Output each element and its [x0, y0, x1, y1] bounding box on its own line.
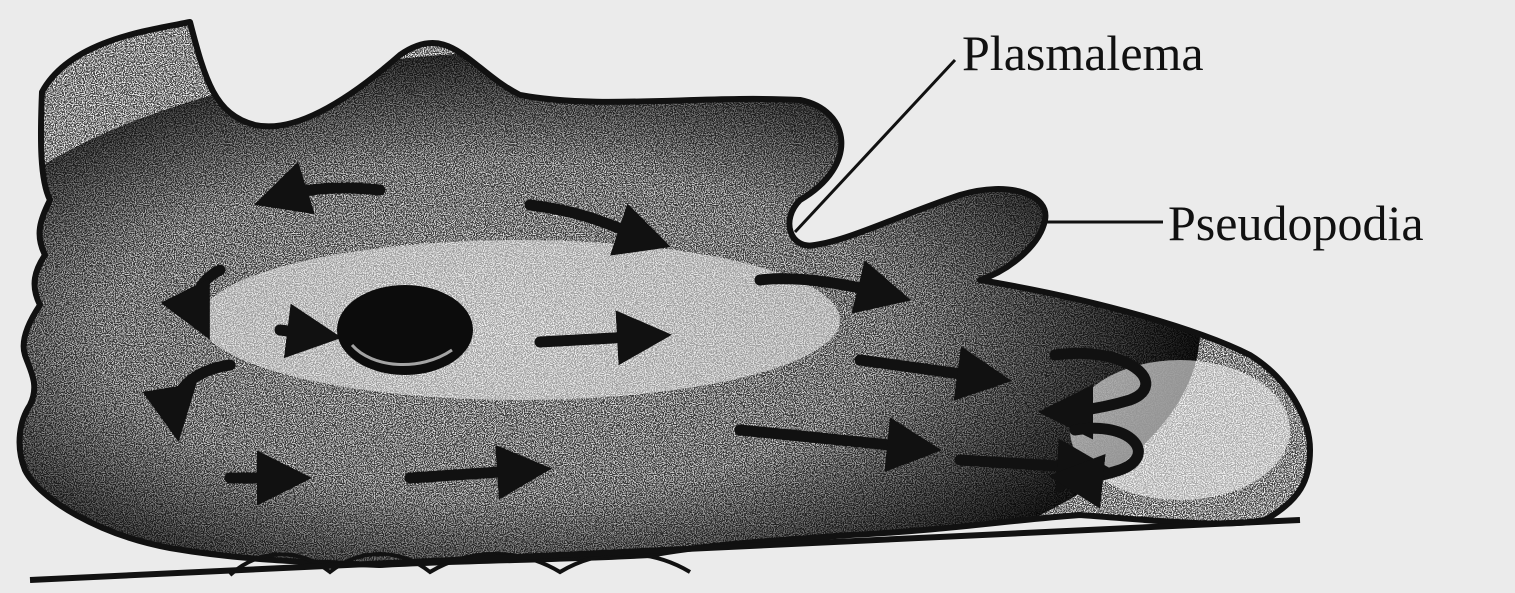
stream-arrow: [540, 336, 650, 342]
nucleus: [337, 285, 473, 375]
pseudopodia-label: Pseudopodia: [1168, 195, 1424, 251]
stream-arrow: [280, 330, 320, 335]
plasmalema-label: Plasmalema: [962, 25, 1204, 81]
clear-endoplasm: [200, 240, 840, 400]
